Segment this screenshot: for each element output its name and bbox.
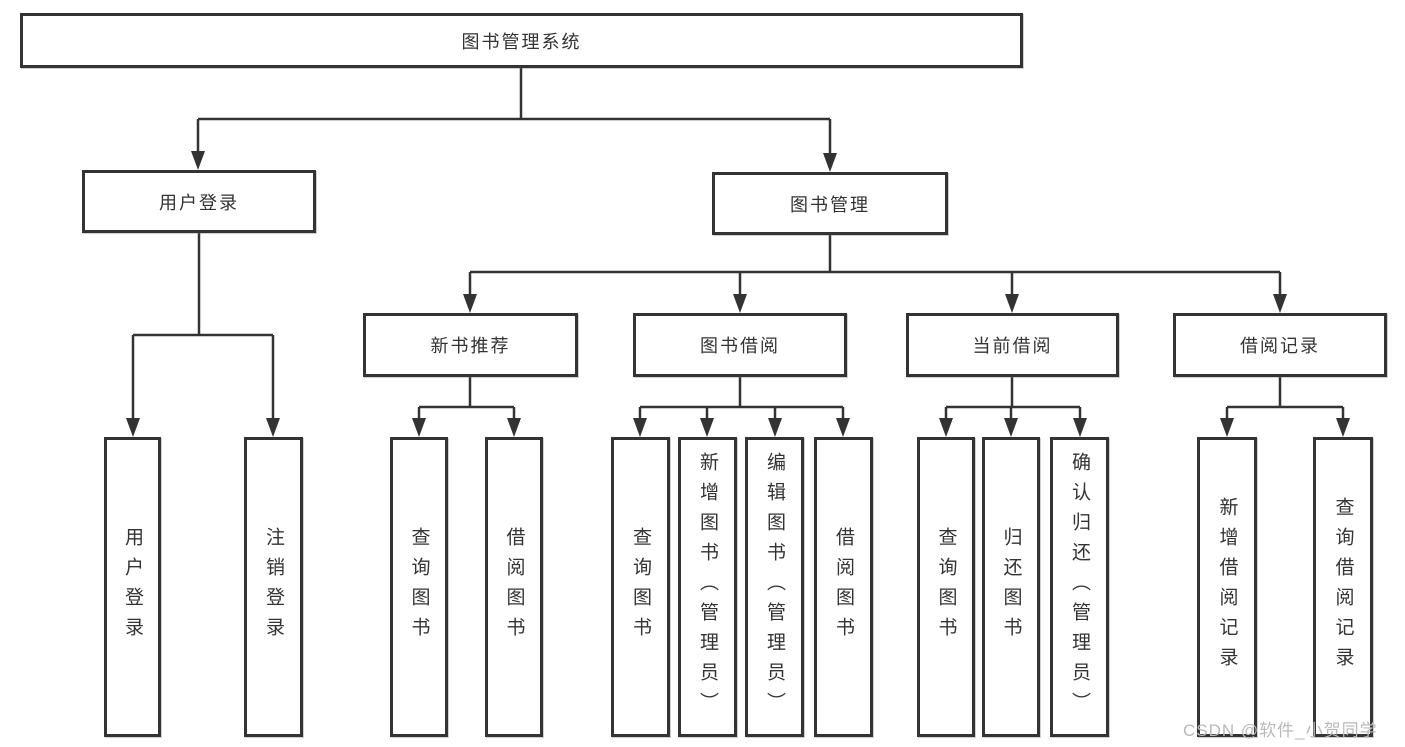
node-user-login: 用户登录 (82, 170, 316, 233)
node-label: 查询图书 (408, 527, 430, 647)
leaf-borrow-add-book-admin: 新增图书（管理员） (678, 437, 737, 737)
leaf-newbooks-borrow-book: 借阅图书 (485, 437, 543, 737)
leaf-current-confirm-return-admin: 确认归还（管理员） (1050, 437, 1109, 737)
node-borrow-records: 借阅记录 (1173, 313, 1387, 377)
node-root-system: 图书管理系统 (20, 13, 1023, 68)
csdn-watermark: CSDN @软件_小贺同学 (1183, 721, 1378, 740)
leaf-add-borrow-record: 新增借阅记录 (1197, 437, 1257, 737)
node-label: 归还图书 (1000, 527, 1022, 647)
leaf-borrow-edit-book-admin: 编辑图书（管理员） (745, 437, 804, 737)
node-label: 查询借阅记录 (1332, 497, 1354, 677)
node-label: 借阅图书 (503, 527, 525, 647)
node-label: 新增借阅记录 (1216, 497, 1238, 677)
leaf-current-query-book: 查询图书 (917, 437, 975, 737)
node-new-book-recommend: 新书推荐 (363, 313, 578, 377)
node-label: 图书管理 (790, 194, 870, 215)
node-label: 注销登录 (263, 527, 284, 647)
node-label: 查询图书 (935, 527, 957, 647)
leaf-user-login: 用户登录 (104, 437, 161, 737)
leaf-query-borrow-record: 查询借阅记录 (1313, 437, 1373, 737)
arrowhead-icons (126, 151, 1350, 437)
node-label: 借阅记录 (1240, 336, 1320, 356)
leaf-newbooks-query-book: 查询图书 (390, 437, 448, 737)
node-label: 编辑图书（管理员） (764, 452, 785, 722)
node-label: 借阅图书 (833, 527, 854, 647)
node-label: 查询图书 (630, 527, 651, 647)
node-label: 新增图书（管理员） (697, 452, 718, 722)
leaf-logout: 注销登录 (244, 437, 303, 737)
node-label: 图书借阅 (700, 336, 780, 356)
leaf-borrow-query-book: 查询图书 (611, 437, 670, 737)
node-label: 新书推荐 (430, 336, 511, 356)
node-book-management: 图书管理 (712, 172, 948, 235)
node-label: 图书管理系统 (461, 31, 582, 52)
node-current-borrow: 当前借阅 (906, 313, 1119, 377)
node-book-borrow: 图书借阅 (633, 313, 847, 377)
node-label: 当前借阅 (972, 336, 1053, 356)
node-label: 用户登录 (159, 192, 239, 213)
leaf-borrow-borrow-book: 借阅图书 (814, 437, 873, 737)
node-label: 确认归还（管理员） (1069, 452, 1090, 722)
node-label: 用户登录 (122, 527, 143, 647)
leaf-current-return-book: 归还图书 (982, 437, 1040, 737)
